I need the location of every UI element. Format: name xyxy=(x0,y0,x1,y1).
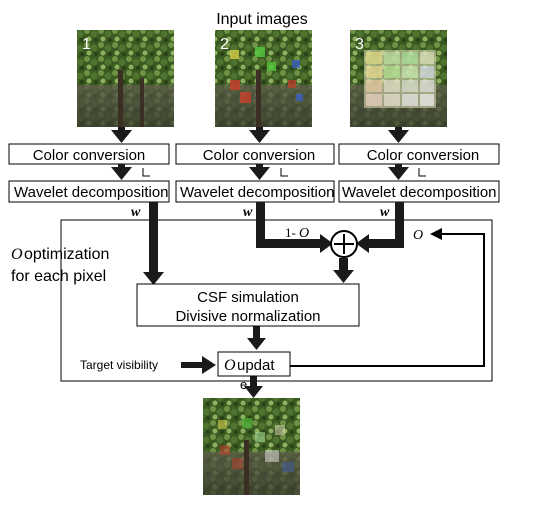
svg-text:O: O xyxy=(224,357,236,374)
svg-text:Color conversion: Color conversion xyxy=(33,147,146,164)
w-label-3: w xyxy=(380,205,390,220)
arrows-input-to-color xyxy=(111,127,409,143)
svg-text:optimization: optimization xyxy=(24,246,109,263)
diagram-title: Input images xyxy=(216,11,308,28)
input-image-2: 2 xyxy=(215,30,312,127)
target-visibility-label: Target visibility xyxy=(80,358,158,372)
update-box: O updat xyxy=(217,351,291,377)
svg-text:CSF simulation: CSF simulation xyxy=(197,289,299,306)
svg-text:O: O xyxy=(11,246,23,263)
input-number-1: 1 xyxy=(82,36,91,53)
svg-text:Color conversion: Color conversion xyxy=(367,147,480,164)
feedback-line xyxy=(290,228,485,367)
color-conversion-box-2: Color conversion xyxy=(175,143,335,165)
csf-box: CSF simulation Divisive normalization xyxy=(136,283,360,327)
svg-text:1-: 1- xyxy=(285,225,296,240)
svg-text:Color conversion: Color conversion xyxy=(203,147,316,164)
input-number-3: 3 xyxy=(355,36,364,53)
w-label-2: w xyxy=(243,205,253,220)
arrows-color-to-wavelet xyxy=(111,164,409,180)
svg-text:Wavelet decomposition: Wavelet decomposition xyxy=(342,184,497,201)
input-image-1: 1 xyxy=(77,30,174,127)
wavelet-box-3: Wavelet decomposition xyxy=(338,180,500,203)
input-image-3: 3 xyxy=(350,30,447,127)
svg-text:for each pixel: for each pixel xyxy=(11,268,106,285)
input-number-2: 2 xyxy=(220,36,229,53)
color-conversion-box-1: Color conversion xyxy=(8,143,170,165)
color-conversion-box-3: Color conversion xyxy=(338,143,500,165)
optimization-frame xyxy=(60,219,493,382)
sum-node xyxy=(330,230,358,258)
output-image xyxy=(203,398,300,495)
wavelet-box-1: Wavelet decomposition xyxy=(8,180,170,203)
svg-text:Divisive normalization: Divisive normalization xyxy=(175,308,320,325)
opacity-label: O xyxy=(413,228,423,243)
w-label-1: w xyxy=(131,205,141,220)
small-link-marks xyxy=(142,168,426,177)
optimization-label: O optimization for each pixel xyxy=(11,246,109,285)
svg-text:O: O xyxy=(299,226,309,241)
flow-lines xyxy=(143,202,404,398)
svg-text:Wavelet decomposition: Wavelet decomposition xyxy=(180,184,335,201)
svg-text:Wavelet decomposition: Wavelet decomposition xyxy=(14,184,169,201)
update-tail-letter: e xyxy=(240,377,247,392)
svg-text:updat: updat xyxy=(237,357,275,374)
wavelet-box-2: Wavelet decomposition xyxy=(175,180,335,203)
one-minus-opacity-label: 1- O xyxy=(285,225,309,241)
